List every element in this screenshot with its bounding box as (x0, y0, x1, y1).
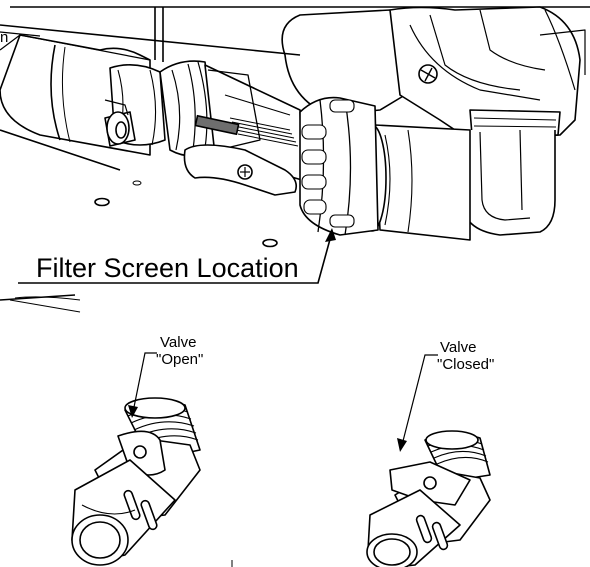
pipe-assembly (0, 6, 586, 301)
knurl-ridges (301, 99, 355, 228)
valve-closed-callout: Valve "Closed" (397, 339, 494, 452)
partial-label-top-left: n (0, 29, 8, 46)
valve-open-label-line1: Valve (160, 334, 196, 351)
filter-screen-callout: Filter Screen Location (18, 228, 336, 284)
valve-closed-illustration (366, 430, 491, 567)
valve-closed-label-line2: "Closed" (437, 356, 494, 373)
filter-screen-label: Filter Screen Location (36, 253, 299, 283)
valve-closed-label-line1: Valve (440, 339, 476, 356)
valve-threads (229, 117, 299, 147)
valve-open-callout: Valve "Open" (128, 334, 203, 418)
valve-open-illustration (71, 397, 201, 566)
valve-open-label-line2: "Open" (156, 351, 203, 368)
separator-line (9, 299, 81, 313)
